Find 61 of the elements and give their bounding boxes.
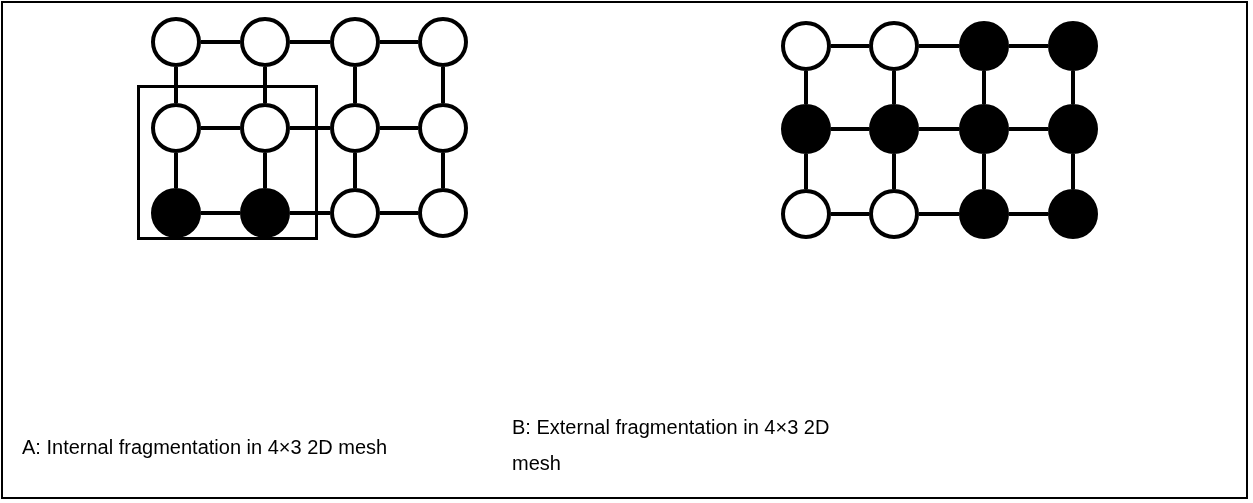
free-node-circle xyxy=(330,17,380,67)
free-node-circle xyxy=(869,21,919,71)
mesh-link xyxy=(982,71,986,104)
mesh-link xyxy=(174,67,178,103)
mesh-link xyxy=(831,44,869,48)
allocated-node-circle xyxy=(240,188,290,238)
mesh-link xyxy=(831,127,869,131)
mesh-link xyxy=(201,40,240,44)
free-node-circle xyxy=(330,188,380,238)
allocated-node-circle xyxy=(959,189,1009,239)
mesh-link xyxy=(892,71,896,104)
allocated-node-circle xyxy=(1048,21,1098,71)
mesh-link xyxy=(982,154,986,189)
mesh-link xyxy=(1009,127,1048,131)
mesh-link xyxy=(201,211,240,215)
free-node-circle xyxy=(781,21,831,71)
mesh-link xyxy=(804,71,808,104)
mesh-link xyxy=(263,153,267,188)
mesh-link xyxy=(380,40,418,44)
allocated-node-circle xyxy=(781,104,831,154)
mesh-link xyxy=(353,153,357,188)
free-node-circle xyxy=(240,103,290,153)
mesh-link xyxy=(1009,212,1048,216)
free-node-circle xyxy=(418,103,468,153)
mesh-link xyxy=(919,44,959,48)
allocated-node-circle xyxy=(959,21,1009,71)
free-node-circle xyxy=(781,189,831,239)
mesh-link xyxy=(263,67,267,103)
allocated-node-circle xyxy=(1048,189,1098,239)
mesh-link xyxy=(804,154,808,189)
mesh-link xyxy=(1071,154,1075,189)
mesh-link xyxy=(919,212,959,216)
free-node-circle xyxy=(330,103,380,153)
mesh-link xyxy=(380,126,418,130)
mesh-link xyxy=(174,153,178,188)
mesh-link xyxy=(1009,44,1048,48)
mesh-link xyxy=(892,154,896,189)
mesh-link xyxy=(919,127,959,131)
mesh-link xyxy=(201,126,240,130)
allocation-frame xyxy=(137,85,318,240)
mesh-link xyxy=(441,67,445,103)
allocated-node-circle xyxy=(151,188,201,238)
mesh-link xyxy=(441,153,445,188)
allocated-node-circle xyxy=(959,104,1009,154)
mesh-link xyxy=(831,212,869,216)
free-node-circle xyxy=(151,103,201,153)
free-node-circle xyxy=(869,189,919,239)
panel-caption: A: Internal fragmentation in 4×3 2D mesh xyxy=(22,435,388,460)
mesh-link xyxy=(290,211,330,215)
allocated-node-circle xyxy=(1048,104,1098,154)
free-node-circle xyxy=(240,17,290,67)
mesh-link xyxy=(353,67,357,103)
allocated-node-circle xyxy=(869,104,919,154)
mesh-link xyxy=(290,126,330,130)
mesh-link xyxy=(1071,71,1075,104)
mesh-link xyxy=(380,211,418,215)
free-node-circle xyxy=(151,17,201,67)
free-node-circle xyxy=(418,188,468,238)
panel-caption: B: External fragmentation in 4×3 2D mesh xyxy=(512,415,831,476)
free-node-circle xyxy=(418,17,468,67)
mesh-link xyxy=(290,40,330,44)
